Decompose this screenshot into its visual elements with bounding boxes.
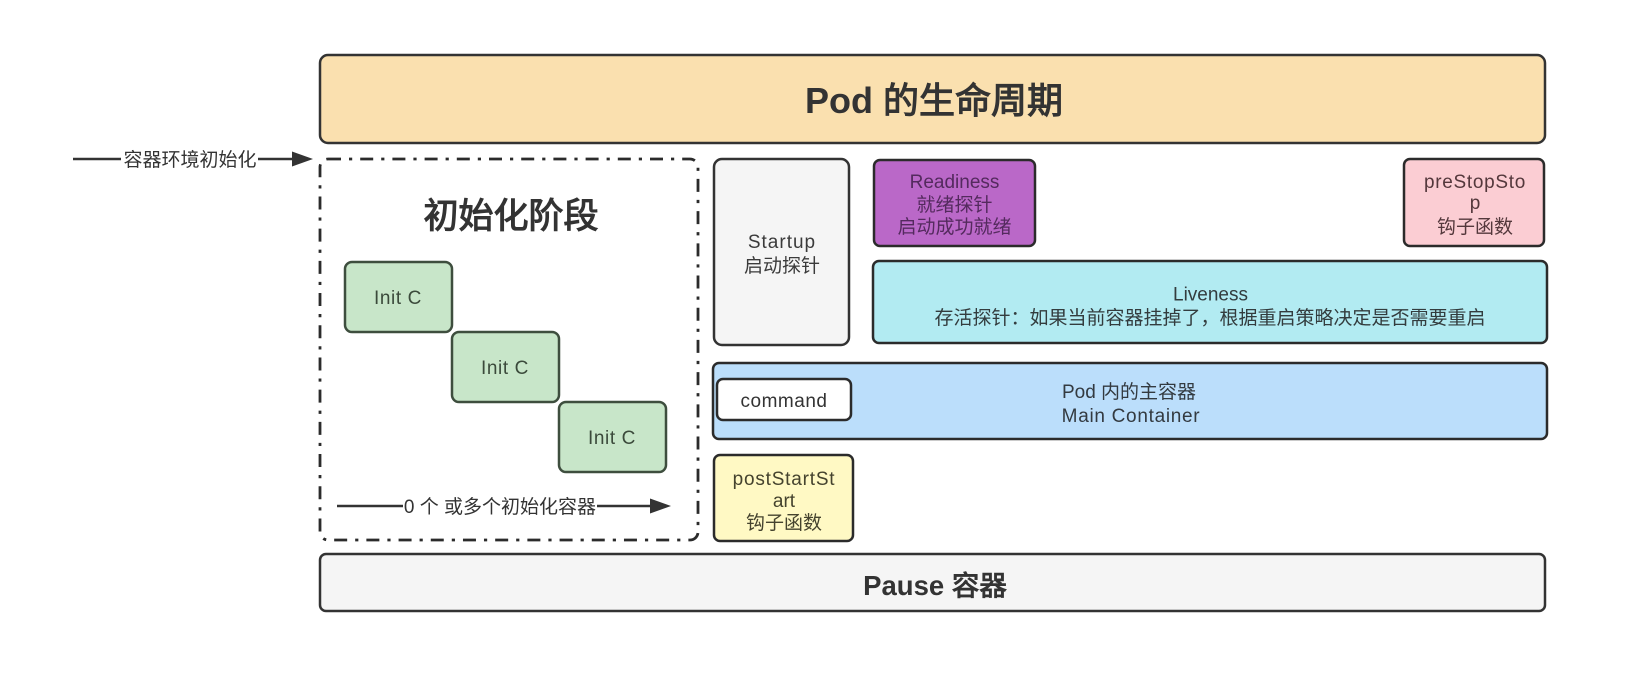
svg-text:容器环境初始化: 容器环境初始化 [123,149,256,171]
svg-text:Liveness: Liveness [1173,285,1248,306]
svg-text:钩子函数: 钩子函数 [1437,216,1513,238]
svg-text:0 个 或多个初始化容器: 0 个 或多个初始化容器 [404,496,596,518]
svg-text:就绪探针: 就绪探针 [916,194,992,216]
svg-text:初始化阶段: 初始化阶段 [423,196,598,236]
svg-text:Init C: Init C [374,288,422,309]
svg-text:Pod 的生命周期: Pod 的生命周期 [805,80,1063,121]
svg-text:Main Container: Main Container [1062,406,1201,427]
svg-text:Pod 内的主容器: Pod 内的主容器 [1062,381,1196,403]
svg-text:Readiness: Readiness [910,172,1000,193]
svg-text:Init C: Init C [481,358,529,379]
svg-text:钩子函数: 钩子函数 [746,512,822,534]
svg-text:存活探针：如果当前容器挂掉了，根据重启策略决定是否需要重启: 存活探针：如果当前容器挂掉了，根据重启策略决定是否需要重启 [934,307,1485,329]
svg-text:启动探针: 启动探针 [744,255,820,277]
svg-text:p: p [1470,193,1481,214]
svg-text:preStopSto: preStopSto [1424,172,1526,193]
svg-text:Init C: Init C [588,428,636,449]
svg-text:command: command [741,391,828,412]
svg-text:Pause 容器: Pause 容器 [863,570,1007,601]
svg-text:启动成功就绪: 启动成功就绪 [897,216,1011,238]
svg-text:Startup: Startup [748,232,816,253]
svg-text:postStartSt: postStartSt [733,469,836,490]
svg-text:art: art [773,491,796,512]
